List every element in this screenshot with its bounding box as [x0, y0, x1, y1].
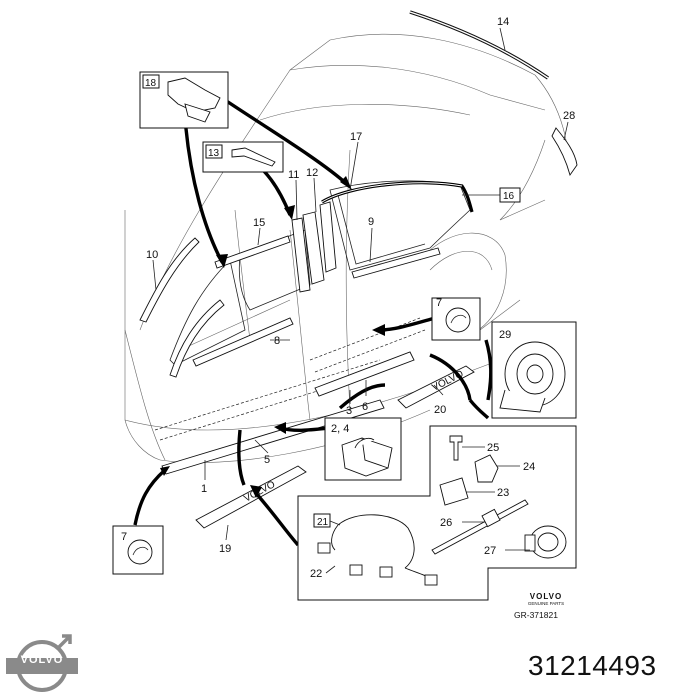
leader-arrows — [133, 98, 493, 547]
clip-detail-7-top — [431, 297, 481, 341]
callout-16: 16 — [503, 191, 515, 202]
callout-7-top: 7 — [436, 297, 442, 309]
diagram-code: GR-371821 — [514, 610, 558, 620]
callout-26: 26 — [440, 517, 452, 529]
clip-box-2-4 — [324, 417, 402, 481]
callout-14: 14 — [497, 16, 509, 28]
volvo-logo — [6, 634, 78, 692]
front-door-moulding-8 — [192, 317, 294, 367]
callout-15: 15 — [253, 217, 265, 229]
scuff-plate-19: VOLVO — [195, 465, 307, 529]
callout-22: 22 — [310, 568, 322, 580]
roof-moulding-14 — [409, 10, 549, 80]
scuff-plate-text: VOLVO — [430, 368, 465, 393]
callout-7-bottom: 7 — [121, 531, 127, 543]
callout-25: 25 — [487, 442, 499, 454]
callout-29: 29 — [499, 329, 511, 341]
front-belt-moulding-15 — [214, 235, 291, 269]
callout-24: 24 — [523, 461, 535, 473]
rear-sill-3-6 — [309, 317, 426, 397]
clip-box-18 — [139, 71, 229, 129]
fasteners-box — [297, 425, 577, 601]
tape-box-29 — [491, 321, 577, 419]
leader-lines — [152, 27, 569, 574]
rear-trim-28 — [551, 127, 578, 177]
callout-9: 9 — [368, 216, 374, 228]
belt-moulding-9 — [351, 247, 441, 279]
callout-labels: 14 28 18 13 17 11 12 16 15 9 10 7 29 8 3… — [121, 16, 575, 580]
brand-mark: VOLVO — [529, 592, 563, 601]
brand-subtitle: GENUINE PARTS — [527, 601, 565, 606]
callout-5: 5 — [264, 454, 270, 466]
callout-1: 1 — [201, 483, 207, 495]
callout-28: 28 — [563, 110, 575, 122]
callout-3: 3 — [346, 405, 352, 417]
window-seal-16-17 — [321, 181, 474, 213]
clip-box-13 — [202, 141, 284, 173]
front-window-moulding — [169, 299, 225, 378]
callout-11: 11 — [288, 169, 299, 181]
callout-13: 13 — [208, 148, 220, 159]
callout-21: 21 — [317, 517, 329, 528]
callout-20: 20 — [434, 404, 446, 416]
b-pillar-trims-11-12 — [291, 201, 337, 293]
callout-19: 19 — [219, 543, 231, 555]
callout-6: 6 — [362, 401, 368, 413]
callout-8: 8 — [274, 335, 280, 347]
callout-23: 23 — [497, 487, 509, 499]
front-pillar-trim-10 — [139, 237, 200, 323]
clip-detail-7-bottom — [112, 525, 164, 575]
callout-27: 27 — [484, 545, 496, 557]
part-number: 31214493 — [528, 650, 657, 681]
callout-12: 12 — [306, 167, 318, 179]
volvo-logo-text: VOLVO — [20, 654, 64, 666]
callout-2-4: 2, 4 — [331, 423, 349, 435]
callout-10: 10 — [146, 249, 158, 261]
scuff-plate-text: VOLVO — [242, 479, 277, 505]
callout-18: 18 — [145, 78, 157, 89]
callout-17: 17 — [350, 131, 362, 143]
